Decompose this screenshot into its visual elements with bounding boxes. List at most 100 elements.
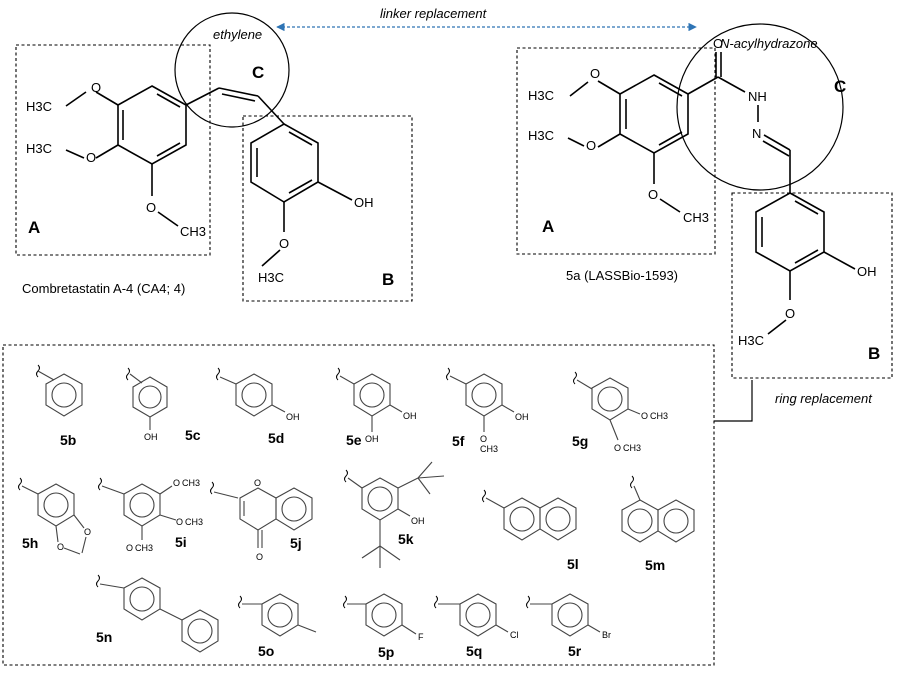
n-atom: N <box>752 126 761 141</box>
o-atom: O <box>641 411 648 421</box>
compound-5j: O O 5j <box>210 478 313 562</box>
h3c-atom: H3C <box>528 128 554 143</box>
label-5e: 5e <box>346 432 362 448</box>
region-a-box-5a <box>516 47 716 255</box>
label-5i: 5i <box>175 534 187 550</box>
nh-atom: NH <box>748 89 767 104</box>
ca4-ring-b <box>250 123 319 203</box>
oh-atom: OH <box>515 412 529 422</box>
o-atom: O <box>480 434 487 444</box>
h3c-atom: H3C <box>26 99 52 114</box>
ca4-structure: O H3C O H3C O CH3 OH O H3C ethylene C A … <box>15 12 413 302</box>
oh-atom: OH <box>365 434 379 444</box>
compound-5n: 5n <box>96 574 219 653</box>
region-b-box-5a <box>731 192 893 379</box>
ca4-ring-a <box>117 85 187 165</box>
o-atom: O <box>256 552 263 562</box>
oh-atom: OH <box>354 195 374 210</box>
h3c-atom: H3C <box>738 333 764 348</box>
o-atom: O <box>614 443 621 453</box>
h3c-atom: H3C <box>26 141 52 156</box>
label-5b: 5b <box>60 432 76 448</box>
o-atom: O <box>86 150 96 165</box>
analogues-box <box>2 344 715 666</box>
region-a-box-ca4 <box>15 44 211 256</box>
h3c-atom: H3C <box>528 88 554 103</box>
region-b-label: B <box>868 344 880 363</box>
ch3-atom: CH3 <box>185 517 203 527</box>
o-atom: O <box>586 138 596 153</box>
region-c-circle-5a <box>676 23 844 191</box>
compound-5p: F 5p <box>343 593 424 660</box>
compound-5l: 5l <box>482 489 579 572</box>
o-atom: O <box>785 306 795 321</box>
compound-5h: O O 5h <box>18 477 91 555</box>
label-5m: 5m <box>645 557 665 573</box>
region-c-label: C <box>834 77 846 96</box>
label-5q: 5q <box>466 643 482 659</box>
compound-5o: 5o <box>238 593 317 659</box>
o-atom: O <box>146 200 156 215</box>
ch3-atom: CH3 <box>182 478 200 488</box>
compound-5f: OH O CH3 5f <box>446 367 529 454</box>
ch3-atom: CH3 <box>650 411 668 421</box>
br-atom: Br <box>602 630 611 640</box>
compound-5e: OH OH 5e <box>336 367 417 448</box>
compound-5g: O CH3 O CH3 5g <box>572 371 668 453</box>
label-5o: 5o <box>258 643 274 659</box>
o-atom: O <box>91 80 101 95</box>
o-atom: O <box>126 543 133 553</box>
region-c-circle-ca4 <box>174 12 290 128</box>
compound-5m: 5m <box>621 475 695 573</box>
label-5h: 5h <box>22 535 38 551</box>
label-5l: 5l <box>567 556 579 572</box>
compound-5d: OH 5d <box>216 367 300 446</box>
5a-ring-b <box>755 192 825 272</box>
label-5d: 5d <box>268 430 284 446</box>
o-atom: O <box>176 517 183 527</box>
o-atom: O <box>173 478 180 488</box>
ethylene-label: ethylene <box>213 27 262 42</box>
label-5p: 5p <box>378 644 394 660</box>
compound-5k: OH 5k <box>344 461 445 568</box>
linker-replacement-label: linker replacement <box>380 6 488 21</box>
compound-5i: O CH3 O CH3 O CH3 5i <box>98 477 203 553</box>
region-b-box-ca4 <box>242 115 413 302</box>
ch3-atom: CH3 <box>180 224 206 239</box>
region-a-label: A <box>28 218 40 237</box>
o-atom: O <box>279 236 289 251</box>
o-atom: O <box>57 542 64 552</box>
region-a-label: A <box>542 217 554 236</box>
carbonyl-o-atom: O <box>713 36 723 51</box>
label-5j: 5j <box>290 535 302 551</box>
f-atom: F <box>418 632 424 642</box>
cl-atom: Cl <box>510 630 519 640</box>
oh-atom: OH <box>144 432 158 442</box>
o-atom: O <box>84 527 91 537</box>
h3c-atom: H3C <box>258 270 284 285</box>
label-5k: 5k <box>398 531 414 547</box>
compound-5b: 5b <box>36 364 83 448</box>
ring-replacement-connector <box>714 380 753 422</box>
label-5g: 5g <box>572 433 588 449</box>
o-atom: O <box>648 187 658 202</box>
n-acylhydrazone-label: N-acylhydrazone <box>720 36 818 51</box>
ring-replacement-label: ring replacement <box>775 391 873 406</box>
ca4-caption: Combretastatin A-4 (CA4; 4) <box>22 281 185 296</box>
ch3-atom: CH3 <box>683 210 709 225</box>
lassbio-structure: O NH N O H3C O H3C O CH3 OH O H3C N-acyl… <box>516 23 893 379</box>
compound-5q: Cl 5q <box>434 593 519 659</box>
oh-atom: OH <box>286 412 300 422</box>
o-atom: O <box>254 478 261 488</box>
compound-5r: Br 5r <box>526 593 611 659</box>
ch3-atom: CH3 <box>623 443 641 453</box>
label-5r: 5r <box>568 643 582 659</box>
oh-atom: OH <box>857 264 877 279</box>
lassbio-caption: 5a (LASSBio-1593) <box>566 268 678 283</box>
region-b-label: B <box>382 270 394 289</box>
ch3-atom: CH3 <box>135 543 153 553</box>
label-5n: 5n <box>96 629 112 645</box>
label-5c: 5c <box>185 427 201 443</box>
oh-atom: OH <box>411 516 425 526</box>
